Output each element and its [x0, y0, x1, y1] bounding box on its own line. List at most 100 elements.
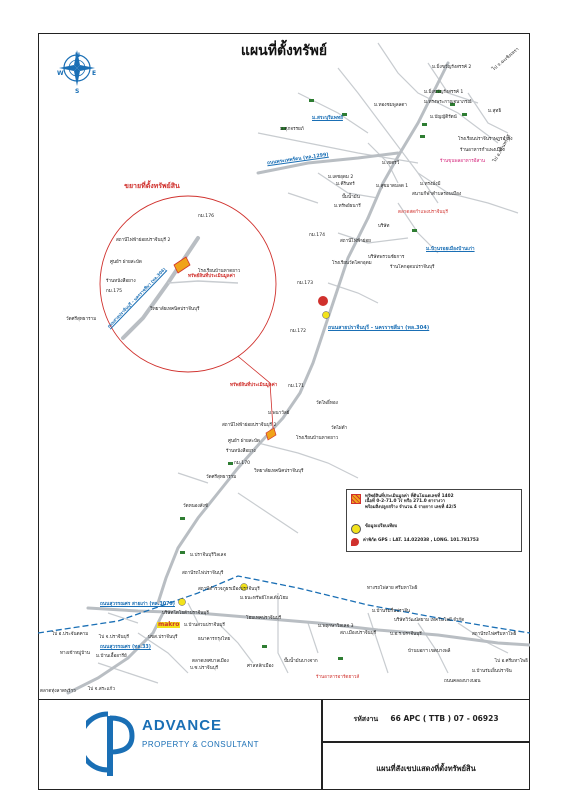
map-label: ร้านอาหารกำแพงเมือง: [460, 148, 505, 153]
map-label: ร้านโคกอุดมปราจีนบุรี: [390, 265, 435, 270]
map-label: โรงเรียนวัดโคกอุดม: [332, 261, 372, 266]
map-label: สถานีไฟฟ้าย่อยปราจีนบุรี 2: [222, 423, 277, 428]
map-label: บ้านบอกฯ เขตบางพลี: [408, 649, 451, 654]
legend-comparable-label: ข้อมูลเปรียบเทียบ: [365, 524, 398, 529]
map-label: ม.บ้านสวนปราจีนบุรี: [184, 623, 225, 628]
map-label: ม.ธนะทรัพย์โกลเด้นโฮม: [240, 596, 289, 601]
legend-row-comparable: ข้อมูลเปรียบเทียบ: [351, 524, 397, 534]
footer-divider: [321, 700, 323, 789]
map-label: ร้านหนังสือยาง: [226, 449, 256, 454]
map-label: สถานีรถไฟปราจีนบุรี: [182, 571, 224, 576]
map-label: ม.บัญญัติรัตน์: [430, 115, 457, 120]
map-label: วัดไผ่ดำ: [331, 426, 348, 431]
map-label: ม.บ้านร่มเย็นปราจีน: [472, 669, 512, 674]
map-label: ไป อ.ประจันตคาม: [52, 632, 89, 637]
legend-subject-line3: พร้อมสิ่งปลูกสร้าง จำนวน 4 รายการ เลขที่…: [365, 504, 457, 510]
map-label: สภ.เมืองปราจีนบุรี: [340, 631, 377, 636]
inset-title: ขยายที่ตั้งทรัพย์สิน: [124, 182, 180, 190]
inset-subject-marker: [173, 256, 191, 274]
map-label: สถานีรถไฟศรีมหาโพธิ: [472, 632, 517, 637]
road-label-33: ถนนสุวรรณศร (ทล.33): [100, 645, 151, 650]
legend-subject-line2: เนื้อที่ 0-2-71.0 ไร่ หรือ 271.0 ตารางวา: [365, 499, 446, 505]
map-label: ม.มิ่งขวัญรังสรรค์ 1: [424, 90, 464, 95]
map-label: ไป อ.ศรีมหาโพธิ: [494, 659, 528, 664]
comparable-marker: [178, 598, 186, 606]
map-label: โฮมเทคปราจีนบุรี: [246, 616, 282, 621]
inset-side-road: [167, 280, 239, 284]
comparable-marker: [322, 311, 330, 319]
map-label: บ.อ.ร.ปราจีนบุรี: [390, 632, 422, 637]
map-label: วัดโพธิ์ทอง: [316, 401, 338, 406]
subject-swatch-icon: [351, 494, 361, 504]
map-label: ตลาดทุ่งลาดพร้าว: [40, 689, 76, 694]
map-label: ศาลหลักเมือง: [247, 664, 274, 669]
map-label: วิทยาลัยเทคนิคปราจีนบุรี: [254, 469, 304, 474]
map-label: ถนนคลองบางบอน: [444, 679, 481, 684]
map-label: ม.บ้านร่มรื่นปราจีน: [372, 609, 411, 614]
comparable-swatch-icon: [351, 524, 361, 534]
inset-subject-label: ทรัพย์สินที่ประเมินมูลค่า: [188, 274, 236, 279]
job-reference: รหัสงาน 66 APC ( TTB ) 07 - 06923: [322, 714, 530, 725]
map-label: ม.มิ่งขวัญรังสรรค์ 2: [432, 65, 472, 70]
footer: ADVANCE PROPERTY & CONSULTANT รหัสงาน 66…: [38, 699, 530, 790]
map-label: บริษัทพรวนชัยการ: [368, 255, 405, 260]
legend-row-gps: ค่าพิกัด GPS : LAT. 14.022038 , LONG. 10…: [351, 538, 479, 546]
map-label: ม.ทรัพย์ธนารี: [334, 204, 361, 209]
map-label: ม.ศุภจรรยภ์: [280, 127, 304, 132]
inset-label: วิทยาลัยเทคนิคปราจีนบุรี: [150, 307, 200, 312]
map-label: ม.ทรงพระกาญจนาภรณ์: [424, 100, 472, 105]
compass-s: S: [75, 88, 80, 95]
map-label: ม.พฤกษาวิลเลจ 3: [318, 624, 354, 629]
map-label: สถานีไฟฟ้าย่อย: [340, 239, 371, 244]
map-label: ม.พนาวัลย์: [268, 411, 290, 416]
brand-subtitle: PROPERTY & CONSULTANT: [142, 740, 260, 749]
map-label: ม.ทรงมั่งมี: [420, 182, 441, 187]
map-label: ตลาดสดกำแพงปราจีนบุรี: [398, 210, 448, 215]
inset-label: ร้านหนังสือยาง: [106, 279, 136, 284]
legend-gps-label: ค่าพิกัด GPS : LAT. 14.022038 , LONG. 10…: [363, 538, 479, 543]
inset-connector: [227, 347, 274, 429]
inset-label: กม.176: [198, 214, 215, 219]
compass-icon: [59, 50, 95, 86]
map-label: ทางเข้าหมู่บ้าน: [60, 651, 90, 656]
map-label: ศูนย์ฯ ฝ่ายสะบัด: [228, 439, 260, 444]
landmark-icons: [180, 90, 467, 660]
gps-pin-icon: [318, 296, 328, 306]
map-label: บริษัทโตโยต้าปราจีนบุรี: [162, 611, 209, 616]
map-subject-label: ทรัพย์สินที่ประเมินมูลค่า: [230, 383, 278, 388]
map-legend: ทรัพย์สินที่ประเมินมูลค่า ที่ดินโฉนดเลขท…: [346, 489, 522, 552]
map-label: วัดศรีสุทธาราม: [206, 475, 237, 480]
job-reference-code: 66 APC ( TTB ) 07 - 06923: [390, 714, 499, 723]
makro-logo: makro: [157, 621, 181, 628]
legend-subject-line1: ทรัพย์สินที่ประเมินมูลค่า ที่ดินโฉนดเลขท…: [365, 494, 454, 499]
km-marker: กม.173: [297, 281, 314, 286]
map-label: บริษัท: [378, 224, 390, 229]
map-label: บริษัทวิวัฒน์สยาม เทคโนโลยี จำกัด: [394, 618, 465, 623]
gps-pin-icon: [351, 538, 359, 546]
inset-label: ศูนย์ฯ ฝ่ายสะบัด: [110, 260, 142, 265]
map-label: ม.บ้านเอื้ออารีย์: [96, 654, 127, 659]
map-label: บ.ซ.ปราจีนบุรี: [190, 666, 219, 671]
subject-marker: [265, 427, 277, 441]
map-label: ม.สระบุรีแพทย์: [312, 116, 343, 121]
inset-label: โรงเรียนบ้านหาดยาว: [198, 269, 241, 274]
map-label: ตลาดเทศบาลเมือง: [192, 659, 229, 664]
inset-label: สถานีไฟฟ้าย่อยปราจีนบุรี 2: [116, 238, 171, 243]
inset-label: วัดศรีสุทธาราม: [66, 317, 97, 322]
inset-label: กม.175: [106, 289, 123, 294]
map-label: วัดหนองสังข์: [183, 504, 208, 509]
map-label: ม.คีรินทร์: [336, 182, 355, 187]
map-label: ม.ทองชมพูลลดา: [374, 103, 407, 108]
map-label: ม.สุขมาตมลด 1: [376, 184, 409, 189]
map-label: ร้านอาหารอาร์ตฮาวส์: [316, 675, 360, 680]
compass-n: N: [75, 52, 81, 59]
legend-row-subject: ทรัพย์สินที่ประเมินมูลค่า ที่ดินโฉนดเลขท…: [351, 494, 456, 510]
map-canvas: [38, 42, 530, 695]
map-label: ม.เขตรวี: [382, 161, 400, 166]
map-label: ปั๊มน้ำมันบางจาก: [284, 659, 318, 664]
brand-name: ADVANCE: [142, 717, 223, 734]
map-label: สถานีตำรวจภูธรเมืองปราจีนบุรี: [198, 587, 260, 592]
map-label: ไป จ.สระแก้ว: [88, 687, 115, 692]
job-reference-label: รหัสงาน: [353, 715, 379, 723]
railway-label: ทางรถไฟสาย ศรีมหาโพธิ: [367, 586, 418, 591]
